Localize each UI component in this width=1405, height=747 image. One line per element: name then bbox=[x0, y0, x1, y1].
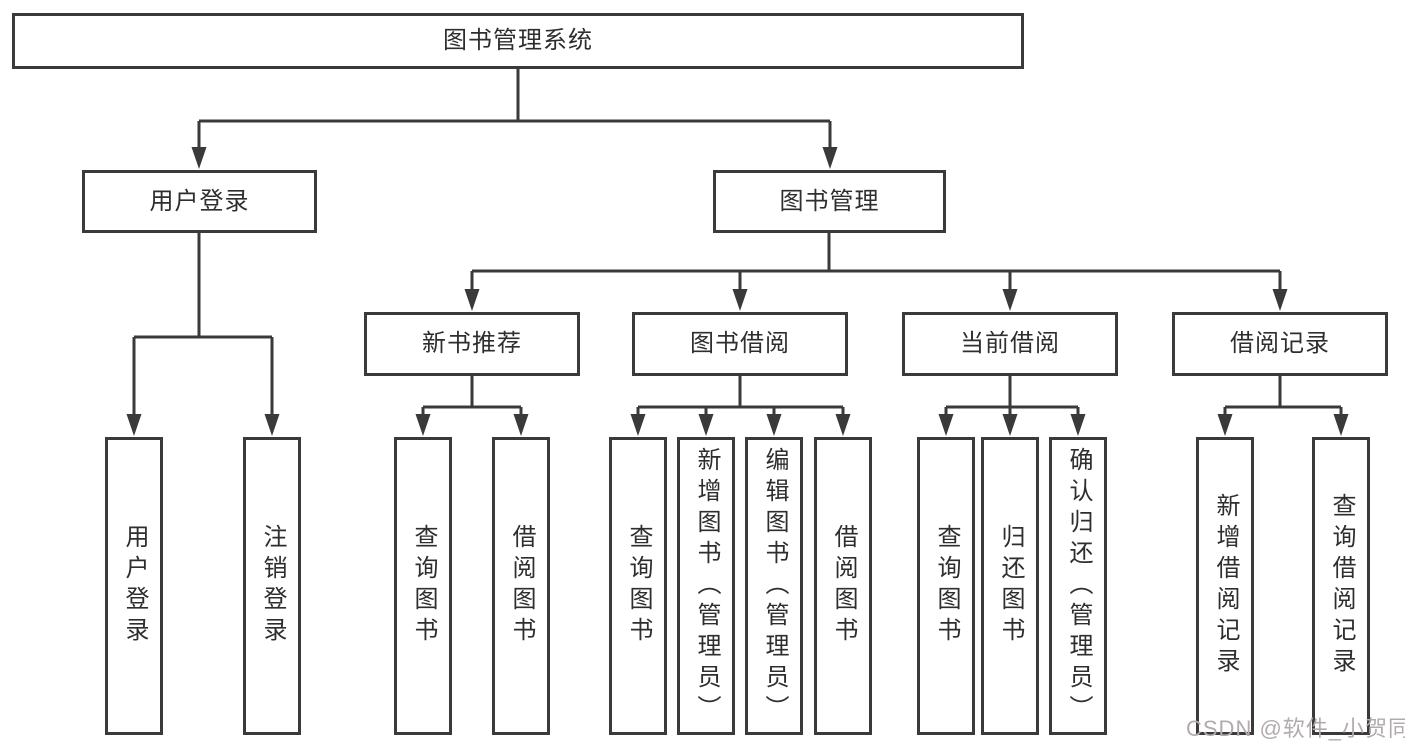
node-label: 图书借阅 bbox=[690, 330, 790, 357]
node-user-login: 用户登录 bbox=[82, 170, 317, 233]
connector-bookmgmt-to-level3 bbox=[470, 233, 1282, 291]
node-label: 查询图书 bbox=[933, 524, 960, 648]
leaf-query-borrow-record: 查询借阅记录 bbox=[1312, 437, 1370, 735]
leaf-edit-book-admin: 编辑图书（管理员） bbox=[745, 437, 803, 735]
node-label: 用户登录 bbox=[149, 187, 250, 215]
connector-currentborrow-to-leaves bbox=[944, 376, 1080, 416]
node-label: 注销登录 bbox=[259, 524, 286, 648]
connector-bookborrow-to-leaves bbox=[636, 376, 845, 416]
node-label: 借阅记录 bbox=[1230, 330, 1330, 357]
node-book-borrow: 图书借阅 bbox=[632, 312, 848, 376]
leaf-confirm-return-admin: 确认归还（管理员） bbox=[1049, 437, 1107, 735]
arrowheads bbox=[126, 147, 1349, 436]
node-book-management: 图书管理 bbox=[713, 170, 946, 233]
leaf-borrow-books-borrow: 借阅图书 bbox=[814, 437, 872, 735]
node-label: 图书管理 bbox=[779, 187, 880, 215]
leaf-logout: 注销登录 bbox=[243, 437, 301, 735]
node-label: 归还图书 bbox=[997, 524, 1024, 648]
node-label: 借阅图书 bbox=[508, 524, 535, 648]
connector-root-to-level2 bbox=[197, 69, 832, 149]
node-label: 图书管理系统 bbox=[443, 27, 593, 54]
node-label: 确认归还（管理员） bbox=[1065, 446, 1092, 726]
node-new-book-recommend: 新书推荐 bbox=[364, 312, 580, 376]
node-label: 查询借阅记录 bbox=[1328, 493, 1355, 679]
leaf-add-borrow-record: 新增借阅记录 bbox=[1196, 437, 1254, 735]
watermark: CSDN @软件_小贺同学 bbox=[1186, 716, 1405, 741]
node-label: 新书推荐 bbox=[422, 330, 522, 357]
connector-newbook-to-leaves bbox=[421, 376, 523, 416]
node-label: 编辑图书（管理员） bbox=[761, 446, 788, 726]
leaf-borrow-books-newbook: 借阅图书 bbox=[492, 437, 550, 735]
leaf-add-book-admin: 新增图书（管理员） bbox=[677, 437, 735, 735]
leaf-return-book: 归还图书 bbox=[981, 437, 1039, 735]
node-current-borrow: 当前借阅 bbox=[902, 312, 1118, 376]
node-label: 新增图书（管理员） bbox=[693, 446, 720, 726]
leaf-query-books-current: 查询图书 bbox=[917, 437, 975, 735]
node-label: 查询图书 bbox=[625, 524, 652, 648]
leaf-query-books-newbook: 查询图书 bbox=[394, 437, 452, 735]
node-label: 借阅图书 bbox=[830, 524, 857, 648]
connector-borrowrecord-to-leaves bbox=[1223, 376, 1343, 416]
leaf-query-books-borrow: 查询图书 bbox=[609, 437, 667, 735]
leaf-user-login: 用户登录 bbox=[105, 437, 163, 735]
node-label: 当前借阅 bbox=[960, 330, 1060, 357]
node-label: 用户登录 bbox=[121, 524, 148, 648]
connector-userlogin-to-leaves bbox=[132, 233, 274, 416]
node-label: 查询图书 bbox=[410, 524, 437, 648]
node-label: 新增借阅记录 bbox=[1212, 493, 1239, 679]
node-borrow-records: 借阅记录 bbox=[1172, 312, 1388, 376]
node-library-management-system: 图书管理系统 bbox=[12, 13, 1024, 69]
